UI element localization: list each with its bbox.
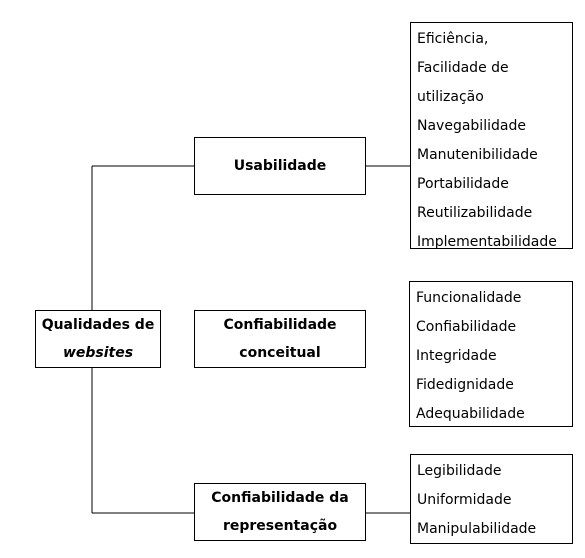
branch-label: Usabilidade [233,158,327,174]
list-item: Funcionalidade [416,290,522,306]
list-item: Reutilizabilidade [417,205,533,221]
list-box-confiabilidade-conceitual: Funcionalidade Confiabilidade Integridad… [409,281,573,427]
root-label-line2: websites [62,345,134,361]
branch-label: conceitual [239,345,321,361]
list-item: Facilidade de [417,60,509,76]
list-item: utilização [417,89,484,105]
list-item: Adequabilidade [416,406,525,422]
branch-label: Confiabilidade [223,317,337,333]
list-item: Manutenibilidade [417,147,538,163]
list-box-usabilidade: Eficiência, Facilidade de utilização Nav… [410,22,573,250]
list-item: Eficiência, [417,31,489,47]
list-item: Integridade [416,348,497,364]
list-box-confiabilidade-representacao: Legibilidade Uniformidade Manipulabilida… [410,454,573,544]
branch-box-confiabilidade-representacao: Confiabilidade da representação [194,483,366,541]
list-item: Fidedignidade [416,377,514,393]
list-item: Portabilidade [417,176,509,192]
list-item: Uniformidade [417,492,512,508]
list-item: Implementabilidade [417,234,557,250]
list-item: Confiabilidade [416,319,517,335]
branch-box-confiabilidade-conceitual: Confiabilidade conceitual [194,310,366,368]
branch-box-usabilidade: Usabilidade [194,137,366,195]
list-item: Manipulabilidade [417,521,537,537]
branch-label: Confiabilidade da [211,490,349,506]
branch-label: representação [222,518,338,534]
list-item: Navegabilidade [417,118,526,134]
root-box: Qualidades de websites [35,310,161,368]
root-label-line1: Qualidades de [41,317,155,333]
list-item: Legibilidade [417,463,502,479]
